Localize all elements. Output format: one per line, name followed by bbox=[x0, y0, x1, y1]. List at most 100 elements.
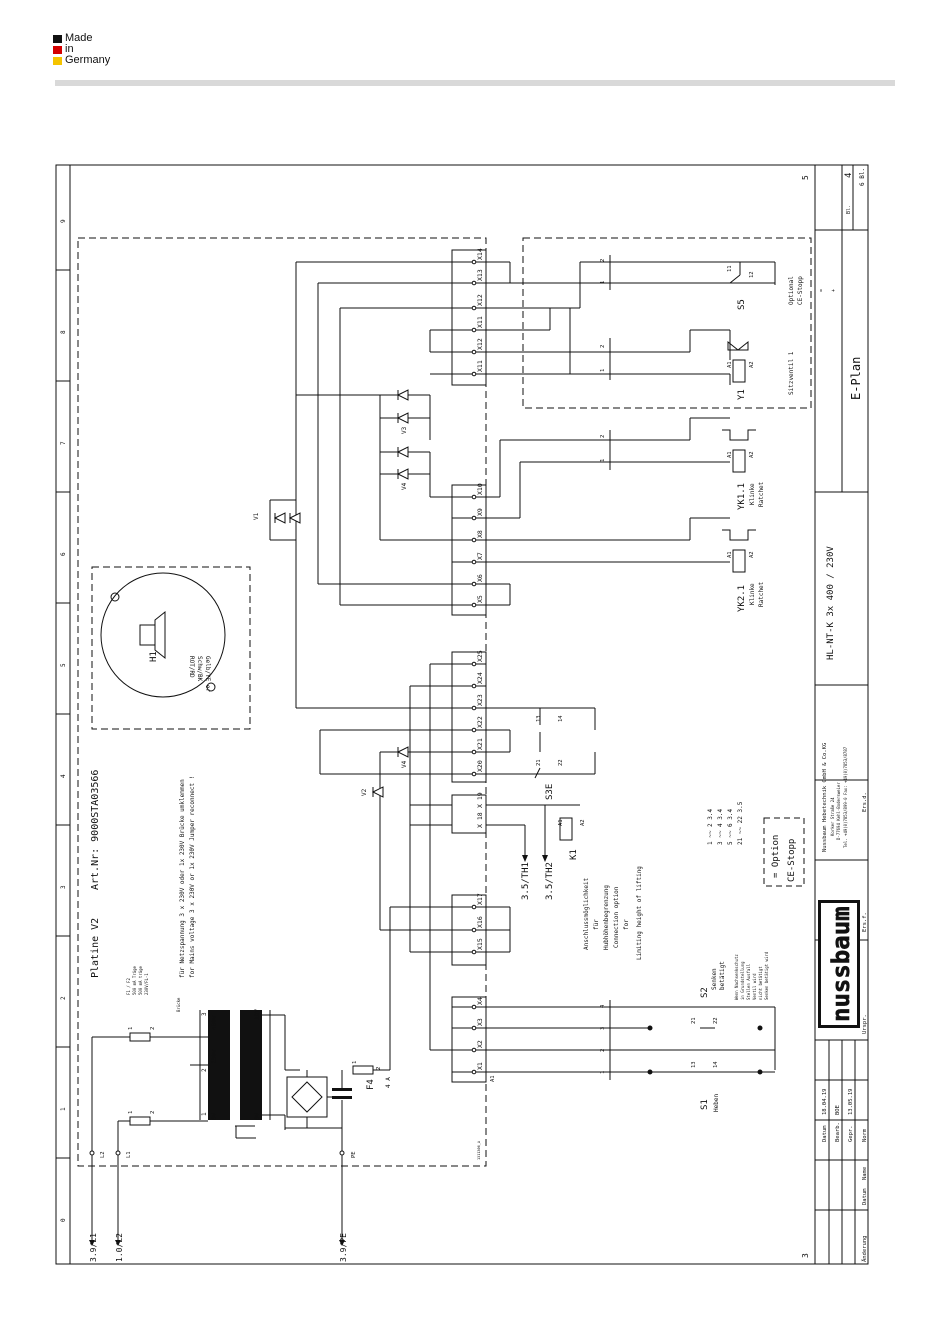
terminal-screw bbox=[471, 1069, 477, 1075]
sheet-total: 6 Bl. bbox=[859, 168, 866, 186]
terminal-screw bbox=[471, 1047, 477, 1053]
horn-wire-black: Schw/BK bbox=[196, 656, 203, 682]
terminal-screw bbox=[471, 371, 477, 377]
contact-2: 3 ~~ 4 3.4 bbox=[717, 808, 724, 845]
terminal-screw bbox=[471, 749, 477, 755]
board-footer-code: 1311306_A bbox=[477, 1140, 481, 1160]
diode-v2: V2 bbox=[361, 788, 368, 796]
sheet-mark-eq: = bbox=[819, 289, 825, 292]
label-aenderung: Änderung bbox=[861, 1236, 868, 1263]
pin-yk2-a1: A1 bbox=[727, 551, 733, 558]
diodes bbox=[273, 389, 409, 798]
grid-number-5: 5 bbox=[60, 663, 67, 667]
bridge-label: Brücke bbox=[176, 997, 181, 1012]
terminal-label: X1 bbox=[476, 1062, 484, 1070]
tap-num-3: 3 bbox=[201, 1012, 208, 1016]
pin-s2-21: 21 bbox=[691, 1017, 697, 1024]
terminal-screw bbox=[471, 1004, 477, 1010]
board-boundary bbox=[77, 237, 487, 1167]
yk1-klinke: Klinke bbox=[749, 483, 756, 505]
terminal-label: X13 bbox=[476, 269, 484, 281]
badge-black-square bbox=[53, 35, 62, 43]
terminal-label: X14 bbox=[476, 248, 484, 260]
supply-pe-label: 3.9/PE bbox=[339, 1233, 348, 1262]
terminal-label: X4 bbox=[476, 997, 484, 1005]
terminal-screw bbox=[471, 683, 477, 689]
pin-top-2: 2 bbox=[600, 259, 606, 262]
supply-l2-label: 1.0/L2 bbox=[115, 1233, 124, 1262]
terminal-blocks bbox=[451, 249, 487, 1083]
terminal-screw bbox=[471, 927, 477, 933]
device-yk2: YK2.1 bbox=[737, 585, 747, 612]
fuse-f4-rating: 4 A bbox=[385, 1077, 392, 1088]
badge-red-square bbox=[53, 46, 62, 54]
pin-row-1-a: 1 bbox=[600, 1071, 606, 1074]
fuse-f4: F4 bbox=[366, 1079, 376, 1090]
terminal-label: X2 bbox=[476, 1040, 484, 1048]
terminal-label: X11 bbox=[476, 360, 484, 372]
capacitor bbox=[332, 1088, 352, 1099]
s2-note-line: Wenn Nachsenkschutz bbox=[734, 954, 739, 1000]
terminal-screw bbox=[471, 349, 477, 355]
pin-fuse2-2: 2 bbox=[150, 1111, 156, 1114]
s2-note-line: Senken betätigt wird bbox=[764, 951, 769, 1000]
date-2: 13.05.19 bbox=[848, 1089, 854, 1116]
label-norm: Norm bbox=[862, 1128, 868, 1142]
terminal-screw bbox=[471, 1025, 477, 1031]
label-ers-f: Ers.f. bbox=[862, 912, 868, 932]
s2-label-1: Senken bbox=[711, 968, 718, 990]
fuse-note-3: 500 mA träge bbox=[138, 966, 143, 995]
bearb-name: BOE bbox=[835, 1105, 841, 1115]
grid-number-9: 9 bbox=[60, 219, 67, 223]
limit-en-3: Limiting height of lifting bbox=[636, 866, 643, 960]
pin-fuse1-2: 2 bbox=[150, 1027, 156, 1030]
pin-f4-1: 1 bbox=[352, 1061, 358, 1064]
device-s3: S3E bbox=[545, 784, 555, 800]
terminal-screw bbox=[471, 581, 477, 587]
board-note-en: for Mains voltage 3 x 230V or 1x 230V Ju… bbox=[189, 776, 196, 978]
sheet-frame bbox=[55, 164, 869, 1265]
terminal-label: X10 bbox=[476, 483, 484, 495]
badge-yellow-square bbox=[53, 57, 62, 65]
terminal-screw bbox=[471, 705, 477, 711]
label-datum-2: Datum bbox=[862, 1188, 868, 1205]
device-th2: 3.5/TH2 bbox=[545, 862, 555, 900]
terminal-label: X6 bbox=[476, 574, 484, 582]
terminal-label: X17 bbox=[476, 893, 484, 905]
board-note-de: für Netzspannung 3 x 230V oder 1x 230V B… bbox=[179, 779, 186, 978]
horn-wire-yellow: Gelb/YE or bbox=[204, 656, 211, 693]
s5-title-1: Optional bbox=[788, 276, 795, 305]
board-l1-pin: L1 bbox=[126, 1151, 132, 1158]
device-th1: 3.5/TH1 bbox=[521, 862, 531, 900]
pin-yk1-a1: A1 bbox=[727, 451, 733, 458]
pin-k1-a1: A1 bbox=[558, 819, 564, 826]
nussbaum-logo: nussbaum bbox=[818, 900, 860, 1028]
terminal-label: X8 bbox=[476, 530, 484, 538]
pin-s1-14: 14 bbox=[713, 1061, 719, 1068]
terminal-label: X20 bbox=[476, 760, 484, 772]
pin-y1-a2: A2 bbox=[749, 361, 755, 368]
tap-0v: 0V bbox=[211, 1112, 218, 1120]
badge-line-3: Germany bbox=[65, 54, 111, 66]
device-yk1: YK1.1 bbox=[737, 483, 747, 510]
plan-name: E-Plan bbox=[849, 357, 863, 400]
horn-wire-red: ROT/RD bbox=[188, 656, 195, 678]
terminal-screw bbox=[471, 771, 477, 777]
terminal-label: X3 bbox=[476, 1018, 484, 1026]
made-in-germany-badge: Made in Germany bbox=[53, 32, 133, 68]
grid-number-8: 8 bbox=[60, 330, 67, 334]
terminal-label: X11 bbox=[476, 316, 484, 328]
option-label: = Option bbox=[771, 835, 781, 878]
supply-l1-label: 3.9/L1 bbox=[89, 1233, 98, 1262]
s2-note-line: Ventil wird bbox=[752, 973, 757, 1000]
label-datum: Datum bbox=[822, 1125, 828, 1142]
device-s2: S2 bbox=[700, 987, 710, 998]
terminal-label: X21 bbox=[476, 738, 484, 750]
limit-en-1: Connection option bbox=[613, 886, 620, 948]
pin-s3-13: 13 bbox=[536, 715, 542, 722]
grid-number-1: 1 bbox=[60, 1107, 67, 1111]
pin-yk2-a2: A2 bbox=[749, 551, 755, 558]
pin-fuse1-1: 1 bbox=[128, 1027, 134, 1030]
y1-title: Sitzventil 1 bbox=[788, 351, 795, 395]
pin-k1-a1b: A1 bbox=[490, 1075, 496, 1082]
